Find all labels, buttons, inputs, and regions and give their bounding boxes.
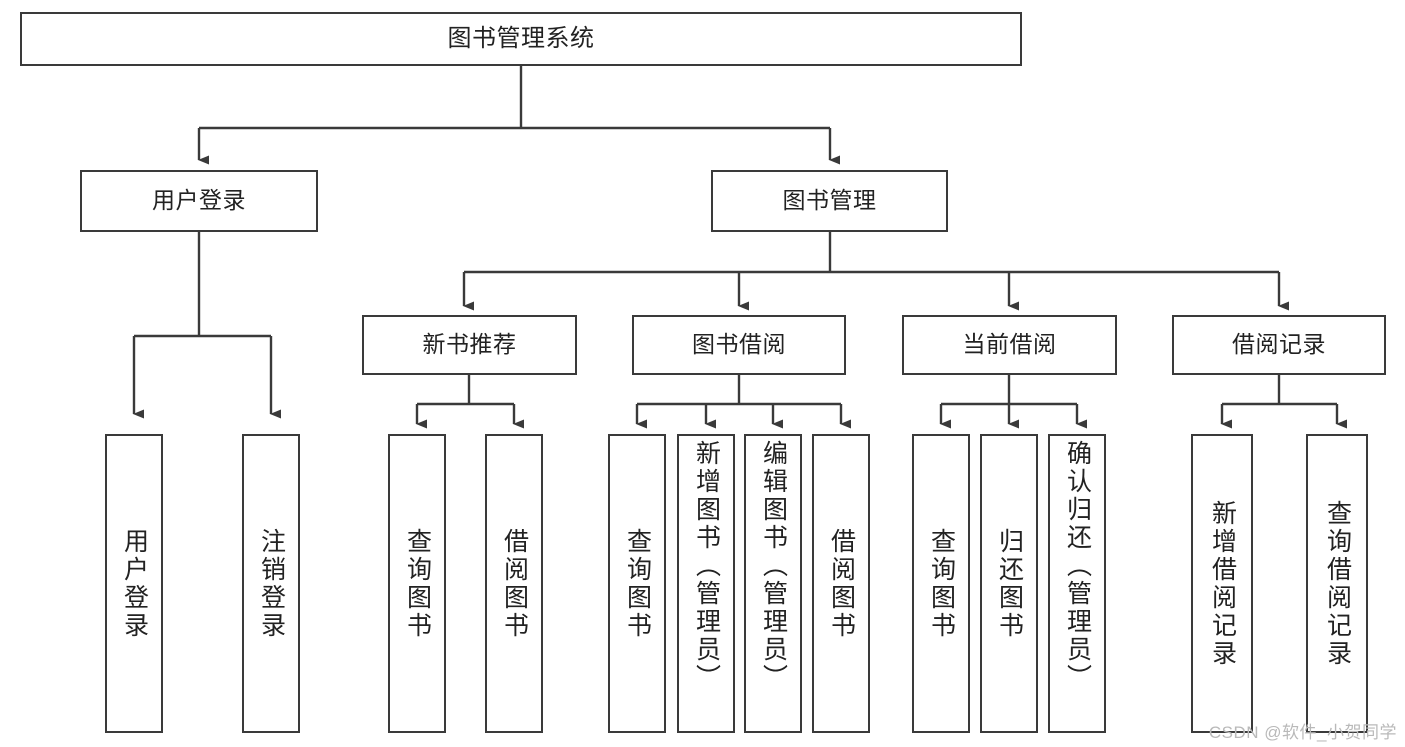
- node-user-login-label: 用户登录: [152, 187, 246, 214]
- leaf-book-borrow-edit-book[interactable]: 编辑图书（管理员）: [744, 434, 802, 733]
- leaf-new-book-query-book[interactable]: 查询图书: [388, 434, 446, 733]
- node-book-management[interactable]: 图书管理: [711, 170, 948, 232]
- leaf-new-book-borrow-book[interactable]: 借阅图书: [485, 434, 543, 733]
- node-current-borrow[interactable]: 当前借阅: [902, 315, 1117, 375]
- node-book-borrow-label: 图书借阅: [692, 331, 786, 358]
- node-book-borrow[interactable]: 图书借阅: [632, 315, 846, 375]
- leaf-current-borrow-query-book[interactable]: 查询图书: [912, 434, 970, 733]
- leaf-book-borrow-edit-book-label: 编辑图书（管理员）: [759, 440, 788, 692]
- leaf-current-borrow-return-book-label: 归还图书: [995, 527, 1024, 640]
- node-current-borrow-label: 当前借阅: [962, 331, 1057, 358]
- leaf-current-borrow-query-book-label: 查询图书: [927, 527, 956, 640]
- node-borrow-record[interactable]: 借阅记录: [1172, 315, 1386, 375]
- node-user-login[interactable]: 用户登录: [80, 170, 318, 232]
- node-book-management-label: 图书管理: [782, 187, 877, 214]
- leaf-book-borrow-query-book-label: 查询图书: [623, 527, 652, 640]
- leaf-book-borrow-query-book[interactable]: 查询图书: [608, 434, 666, 733]
- leaf-book-borrow-borrow-book-label: 借阅图书: [827, 527, 856, 640]
- leaf-borrow-record-add-record[interactable]: 新增借阅记录: [1191, 434, 1253, 733]
- leaf-current-borrow-confirm-return-label: 确认归还（管理员）: [1063, 440, 1092, 692]
- leaf-borrow-record-query-record[interactable]: 查询借阅记录: [1306, 434, 1368, 733]
- csdn-watermark: CSDN @软件_小贺同学: [1208, 723, 1397, 742]
- leaf-new-book-borrow-book-label: 借阅图书: [500, 527, 529, 640]
- node-root-system[interactable]: 图书管理系统: [20, 12, 1022, 66]
- leaf-user-login-signin[interactable]: 用户登录: [105, 434, 163, 733]
- leaf-new-book-query-book-label: 查询图书: [403, 527, 432, 640]
- leaf-current-borrow-confirm-return[interactable]: 确认归还（管理员）: [1048, 434, 1106, 733]
- leaf-borrow-record-query-record-label: 查询借阅记录: [1323, 499, 1352, 668]
- node-root-system-label: 图书管理系统: [447, 24, 595, 52]
- leaf-user-login-signout-label: 注销登录: [257, 527, 286, 640]
- leaf-borrow-record-add-record-label: 新增借阅记录: [1208, 499, 1237, 668]
- leaf-book-borrow-add-book-label: 新增图书（管理员）: [692, 440, 721, 692]
- leaf-user-login-signin-label: 用户登录: [120, 527, 149, 640]
- leaf-user-login-signout[interactable]: 注销登录: [242, 434, 300, 733]
- leaf-book-borrow-add-book[interactable]: 新增图书（管理员）: [677, 434, 735, 733]
- node-new-book-recommend[interactable]: 新书推荐: [362, 315, 577, 375]
- node-new-book-recommend-label: 新书推荐: [422, 331, 517, 358]
- leaf-book-borrow-borrow-book[interactable]: 借阅图书: [812, 434, 870, 733]
- node-borrow-record-label: 借阅记录: [1232, 331, 1326, 358]
- leaf-current-borrow-return-book[interactable]: 归还图书: [980, 434, 1038, 733]
